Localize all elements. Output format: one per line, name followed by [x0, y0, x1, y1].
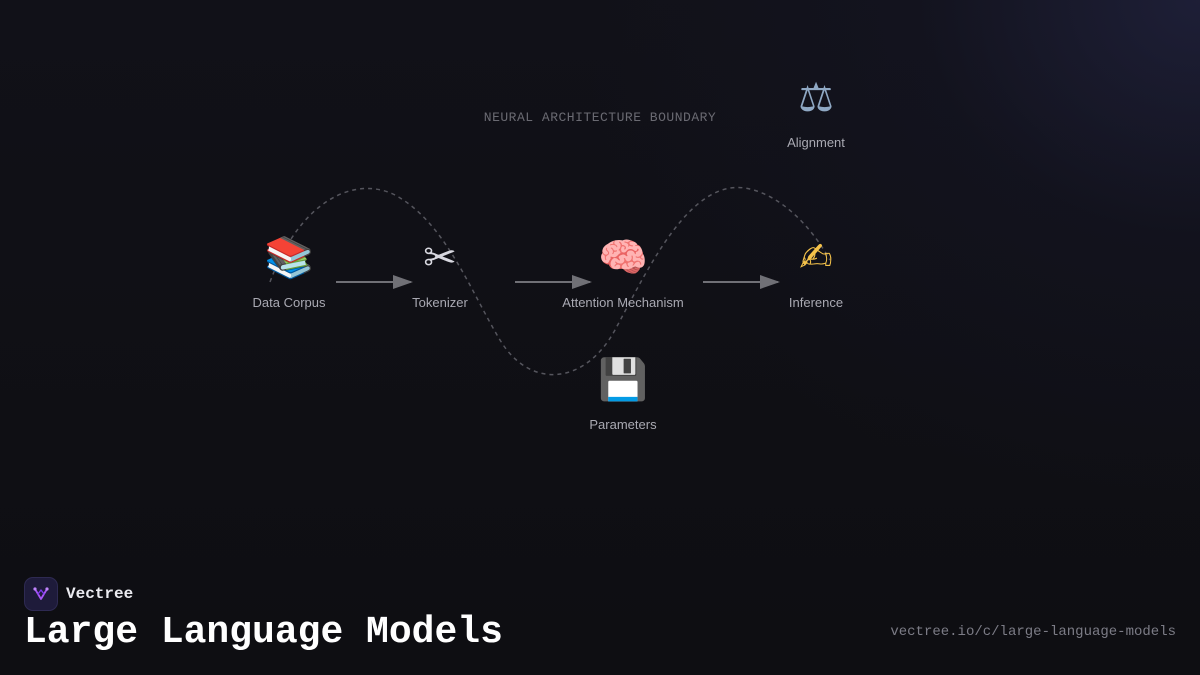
scissors-icon: ✂: [423, 235, 457, 281]
books-icon: 📚: [264, 235, 314, 281]
node-data-corpus: 📚 Data Corpus: [209, 233, 369, 310]
vectree-logo-icon: [24, 577, 58, 611]
node-tokenizer: ✂ Tokenizer: [360, 233, 520, 310]
writing-hand-icon: ✍: [799, 235, 833, 281]
node-alignment: ⚖ Alignment: [736, 73, 896, 150]
node-parameters: 💾 Parameters: [543, 355, 703, 432]
page-title: Large Language Models: [24, 611, 503, 654]
boundary-label: NEURAL ARCHITECTURE BOUNDARY: [483, 110, 717, 125]
brain-icon: 🧠: [598, 235, 648, 281]
node-label: Inference: [788, 295, 844, 310]
node-attention-mechanism: 🧠 Attention Mechanism: [543, 233, 703, 310]
floppy-disk-icon: 💾: [598, 357, 648, 403]
balance-scale-icon: ⚖: [798, 75, 834, 121]
node-label: Tokenizer: [412, 295, 468, 310]
page-url[interactable]: vectree.io/c/large-language-models: [890, 624, 1176, 640]
node-label: Data Corpus: [252, 295, 326, 310]
node-label: Attention Mechanism: [562, 295, 684, 310]
node-inference: ✍ Inference: [736, 233, 896, 310]
node-label: Alignment: [787, 135, 845, 150]
brand: Vectree: [24, 577, 133, 611]
node-label: Parameters: [589, 417, 657, 432]
neural-boundary-curve: [269, 186, 831, 376]
brand-name: Vectree: [66, 585, 134, 603]
